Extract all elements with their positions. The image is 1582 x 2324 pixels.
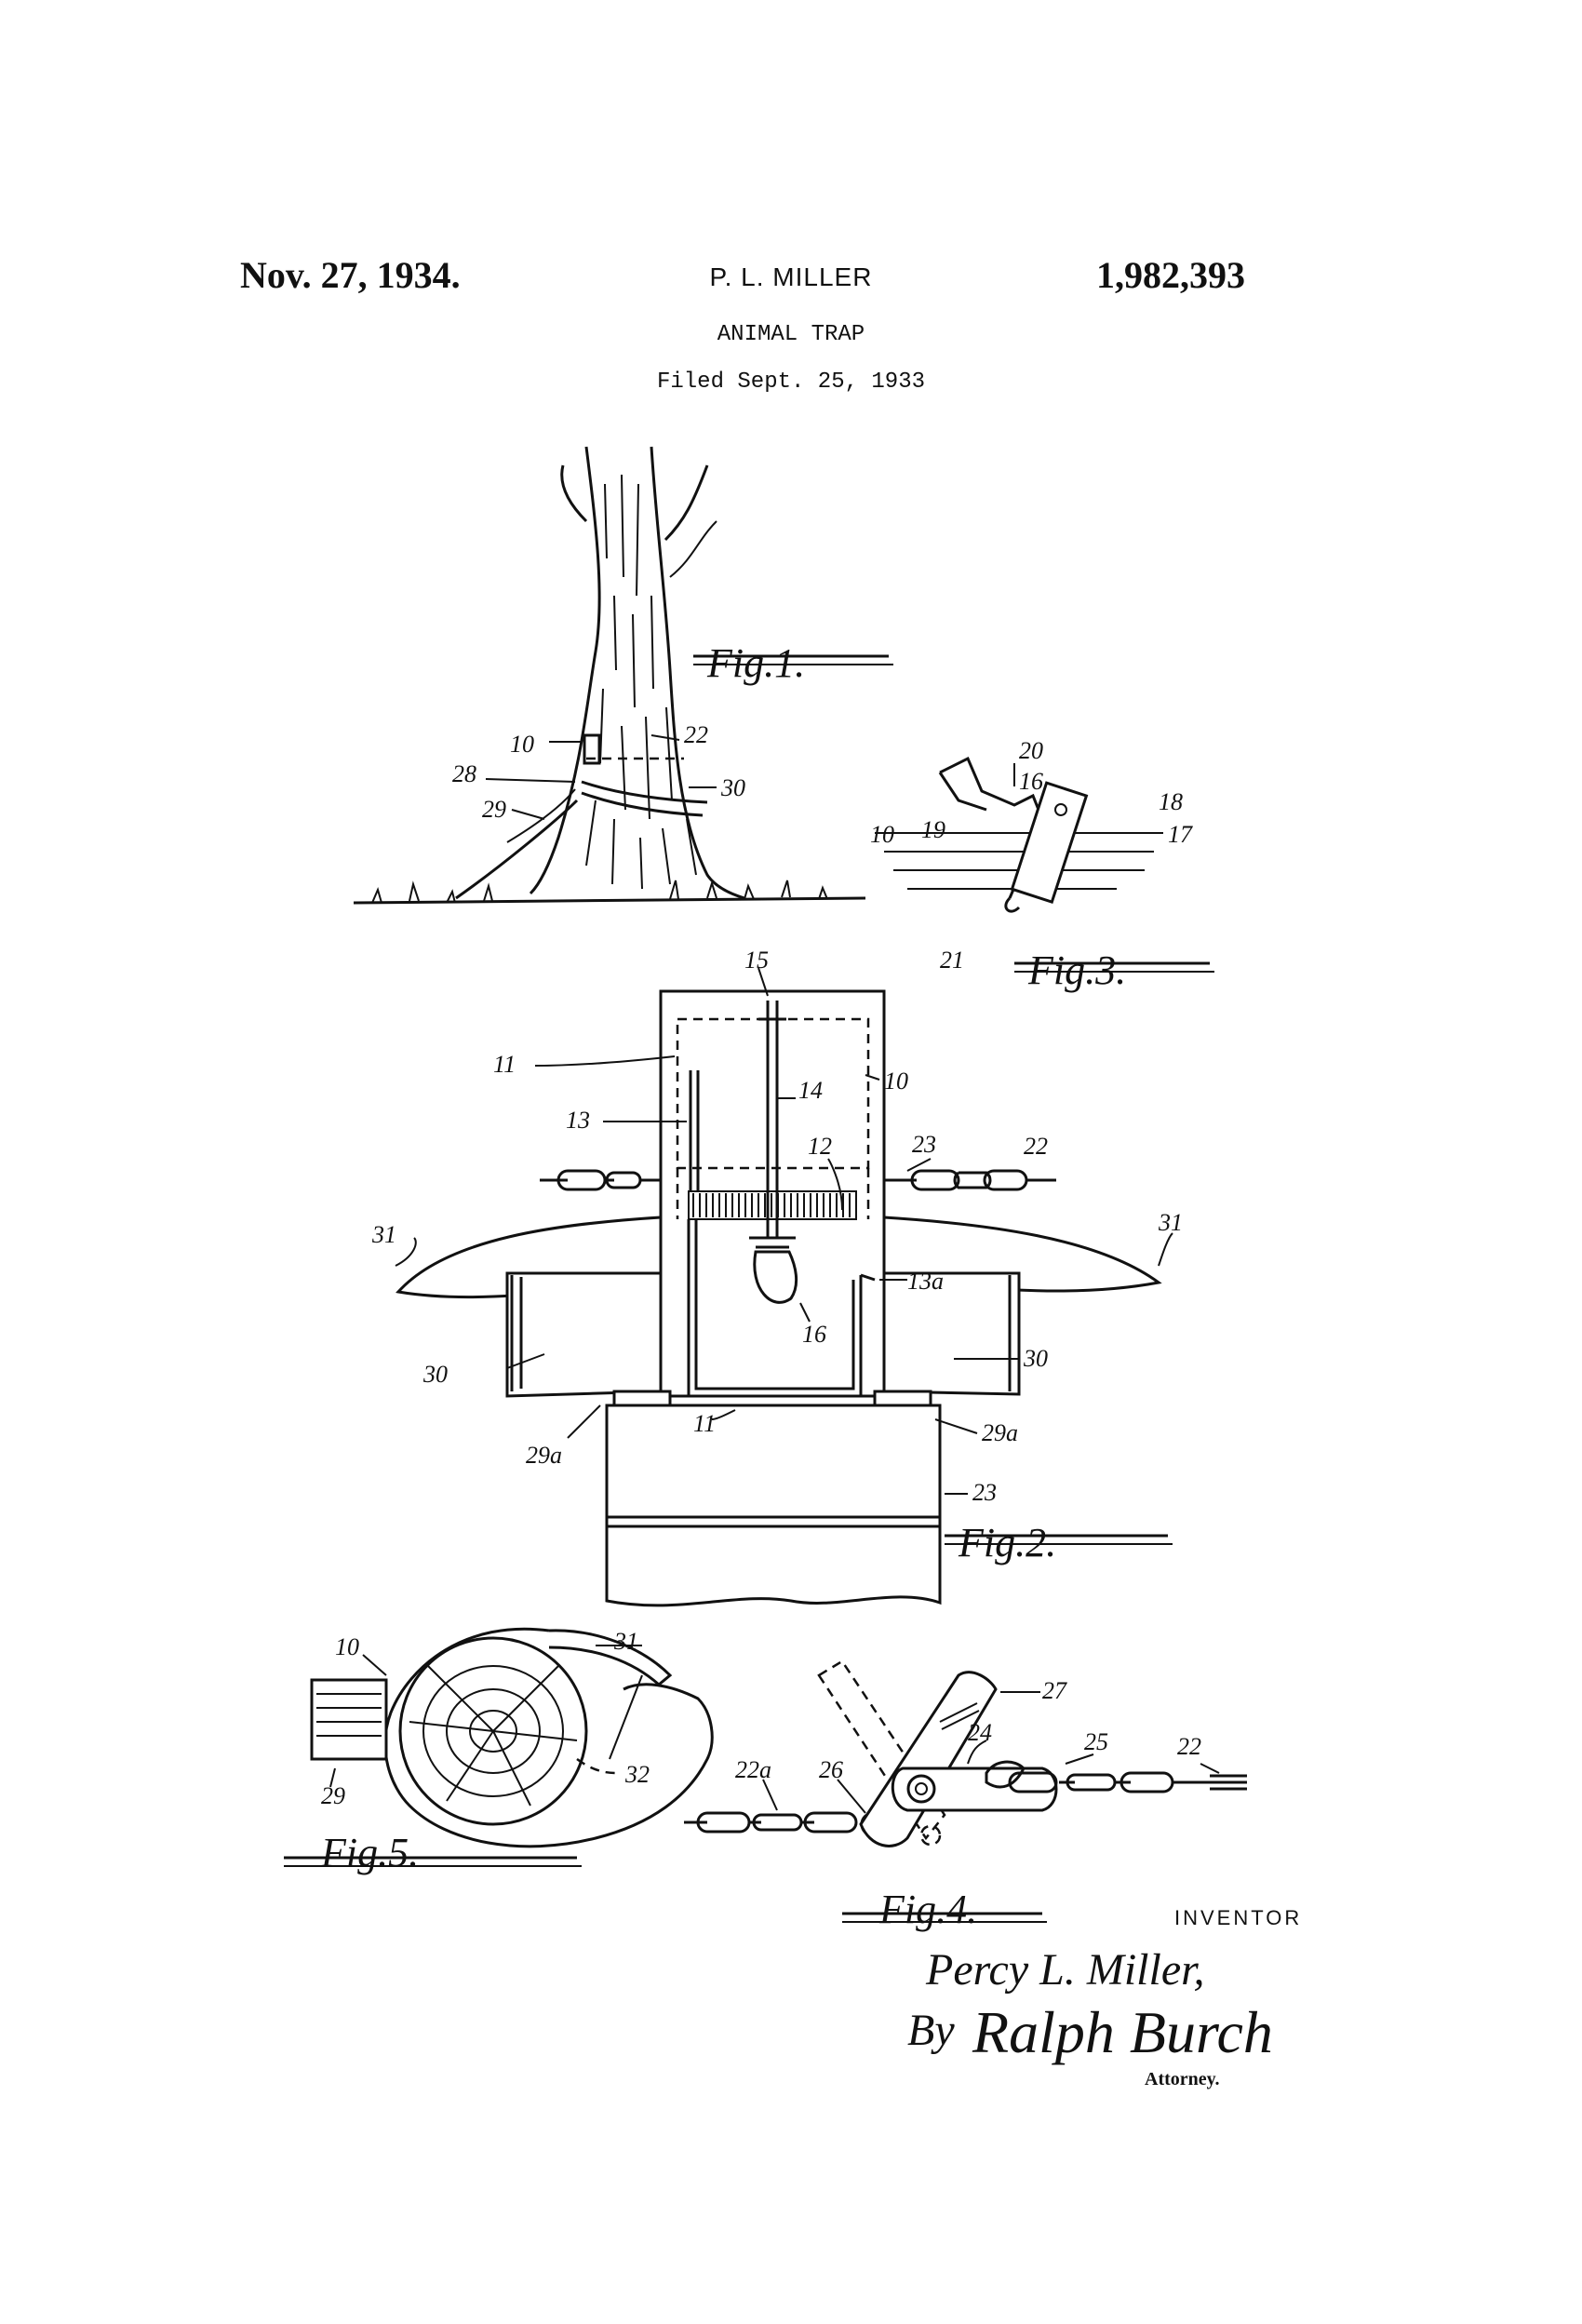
- fig3-label-21: 21: [940, 947, 964, 974]
- fig3-label-19: 19: [921, 816, 945, 843]
- fig5-label-31: 31: [613, 1628, 638, 1655]
- fig5-caption: Fig.5.: [320, 1830, 419, 1875]
- inventor-header: P. L. MILLER: [709, 262, 873, 291]
- attorney-caption: Attorney.: [1145, 2069, 1220, 2089]
- side-plate-right: [882, 1271, 1021, 1396]
- fig2-label-29a-left: 29a: [526, 1442, 562, 1469]
- filed-date: Filed Sept. 25, 1933: [656, 369, 926, 395]
- base-post: [605, 1404, 942, 1607]
- inventor-signature: Percy L. Miller,: [925, 1945, 1204, 1995]
- fig3-label-18: 18: [1159, 788, 1183, 815]
- figure-4-coupling-drawing: [684, 1659, 1247, 1847]
- fig1-caption: Fig.1.: [706, 640, 805, 686]
- fig1-label-30: 30: [720, 774, 745, 801]
- fig4-label-24: 24: [968, 1719, 992, 1746]
- attorney-signature: Ralph Burch: [972, 1999, 1273, 2065]
- figure-2-trap-drawing: [395, 967, 1173, 1607]
- fig2-label-10: 10: [884, 1068, 908, 1095]
- fig2-label-31-right: 31: [1158, 1209, 1183, 1236]
- fig1-label-29: 29: [482, 796, 506, 823]
- fig2-label-13a: 13a: [907, 1268, 944, 1295]
- bark-texture: [585, 474, 697, 890]
- inventor-caption: INVENTOR: [1174, 1906, 1302, 1929]
- bait-hook: [753, 1250, 798, 1304]
- fig5-label-10: 10: [335, 1633, 359, 1660]
- fig3-label-10: 10: [870, 821, 894, 848]
- fig2-label-31-left: 31: [371, 1221, 396, 1248]
- fig3-label-17: 17: [1168, 821, 1193, 848]
- fig2-label-30-left: 30: [422, 1361, 448, 1388]
- fig3-caption: Fig.3.: [1027, 947, 1126, 993]
- figure-1-tree-drawing: [353, 446, 866, 905]
- fig4-label-22a: 22a: [735, 1756, 771, 1783]
- fig1-label-22: 22: [684, 721, 708, 748]
- fig3-label-16: 16: [1019, 768, 1043, 795]
- fig1-label-28: 28: [452, 760, 476, 787]
- fig2-caption: Fig.2.: [958, 1520, 1056, 1565]
- fig2-label-23: 23: [912, 1131, 936, 1158]
- fig4-label-22: 22: [1177, 1733, 1201, 1760]
- trigger-plate: [1010, 781, 1089, 905]
- figure-3-trigger-drawing: [875, 756, 1163, 913]
- patent-number: 1,982,393: [1096, 254, 1245, 296]
- fig2-label-23-base: 23: [972, 1479, 997, 1506]
- fig2-label-30-right: 30: [1023, 1345, 1048, 1372]
- fig1-label-10: 10: [510, 731, 534, 758]
- fig2-label-11-bottom: 11: [693, 1410, 716, 1437]
- fig5-label-29: 29: [321, 1782, 345, 1809]
- fig2-label-11: 11: [493, 1051, 516, 1078]
- patent-date: Nov. 27, 1934.: [240, 254, 461, 296]
- figure-5-cross-section-drawing: [310, 1627, 714, 1848]
- coupling-lever: [859, 1671, 998, 1847]
- trap-box-top: [310, 1678, 388, 1761]
- fig2-label-14: 14: [798, 1077, 823, 1104]
- side-plate-left: [505, 1271, 663, 1398]
- fig3-label-20: 20: [1019, 737, 1043, 764]
- by-text: By: [907, 2006, 955, 2055]
- fig2-label-12: 12: [808, 1133, 832, 1160]
- fig2-label-16: 16: [802, 1321, 826, 1348]
- trap-box-small: [583, 733, 601, 765]
- patent-title: ANIMAL TRAP: [717, 322, 865, 347]
- fig4-label-25: 25: [1084, 1728, 1108, 1755]
- fig4-label-27: 27: [1042, 1677, 1067, 1704]
- fig5-label-32: 32: [624, 1761, 650, 1788]
- fig2-label-22: 22: [1024, 1133, 1048, 1160]
- fig2-label-29a-right: 29a: [982, 1419, 1018, 1446]
- fig4-caption: Fig.4.: [878, 1887, 977, 1932]
- fig2-label-13: 13: [566, 1107, 590, 1134]
- fig4-label-26: 26: [819, 1756, 843, 1783]
- fig2-label-15: 15: [744, 947, 769, 974]
